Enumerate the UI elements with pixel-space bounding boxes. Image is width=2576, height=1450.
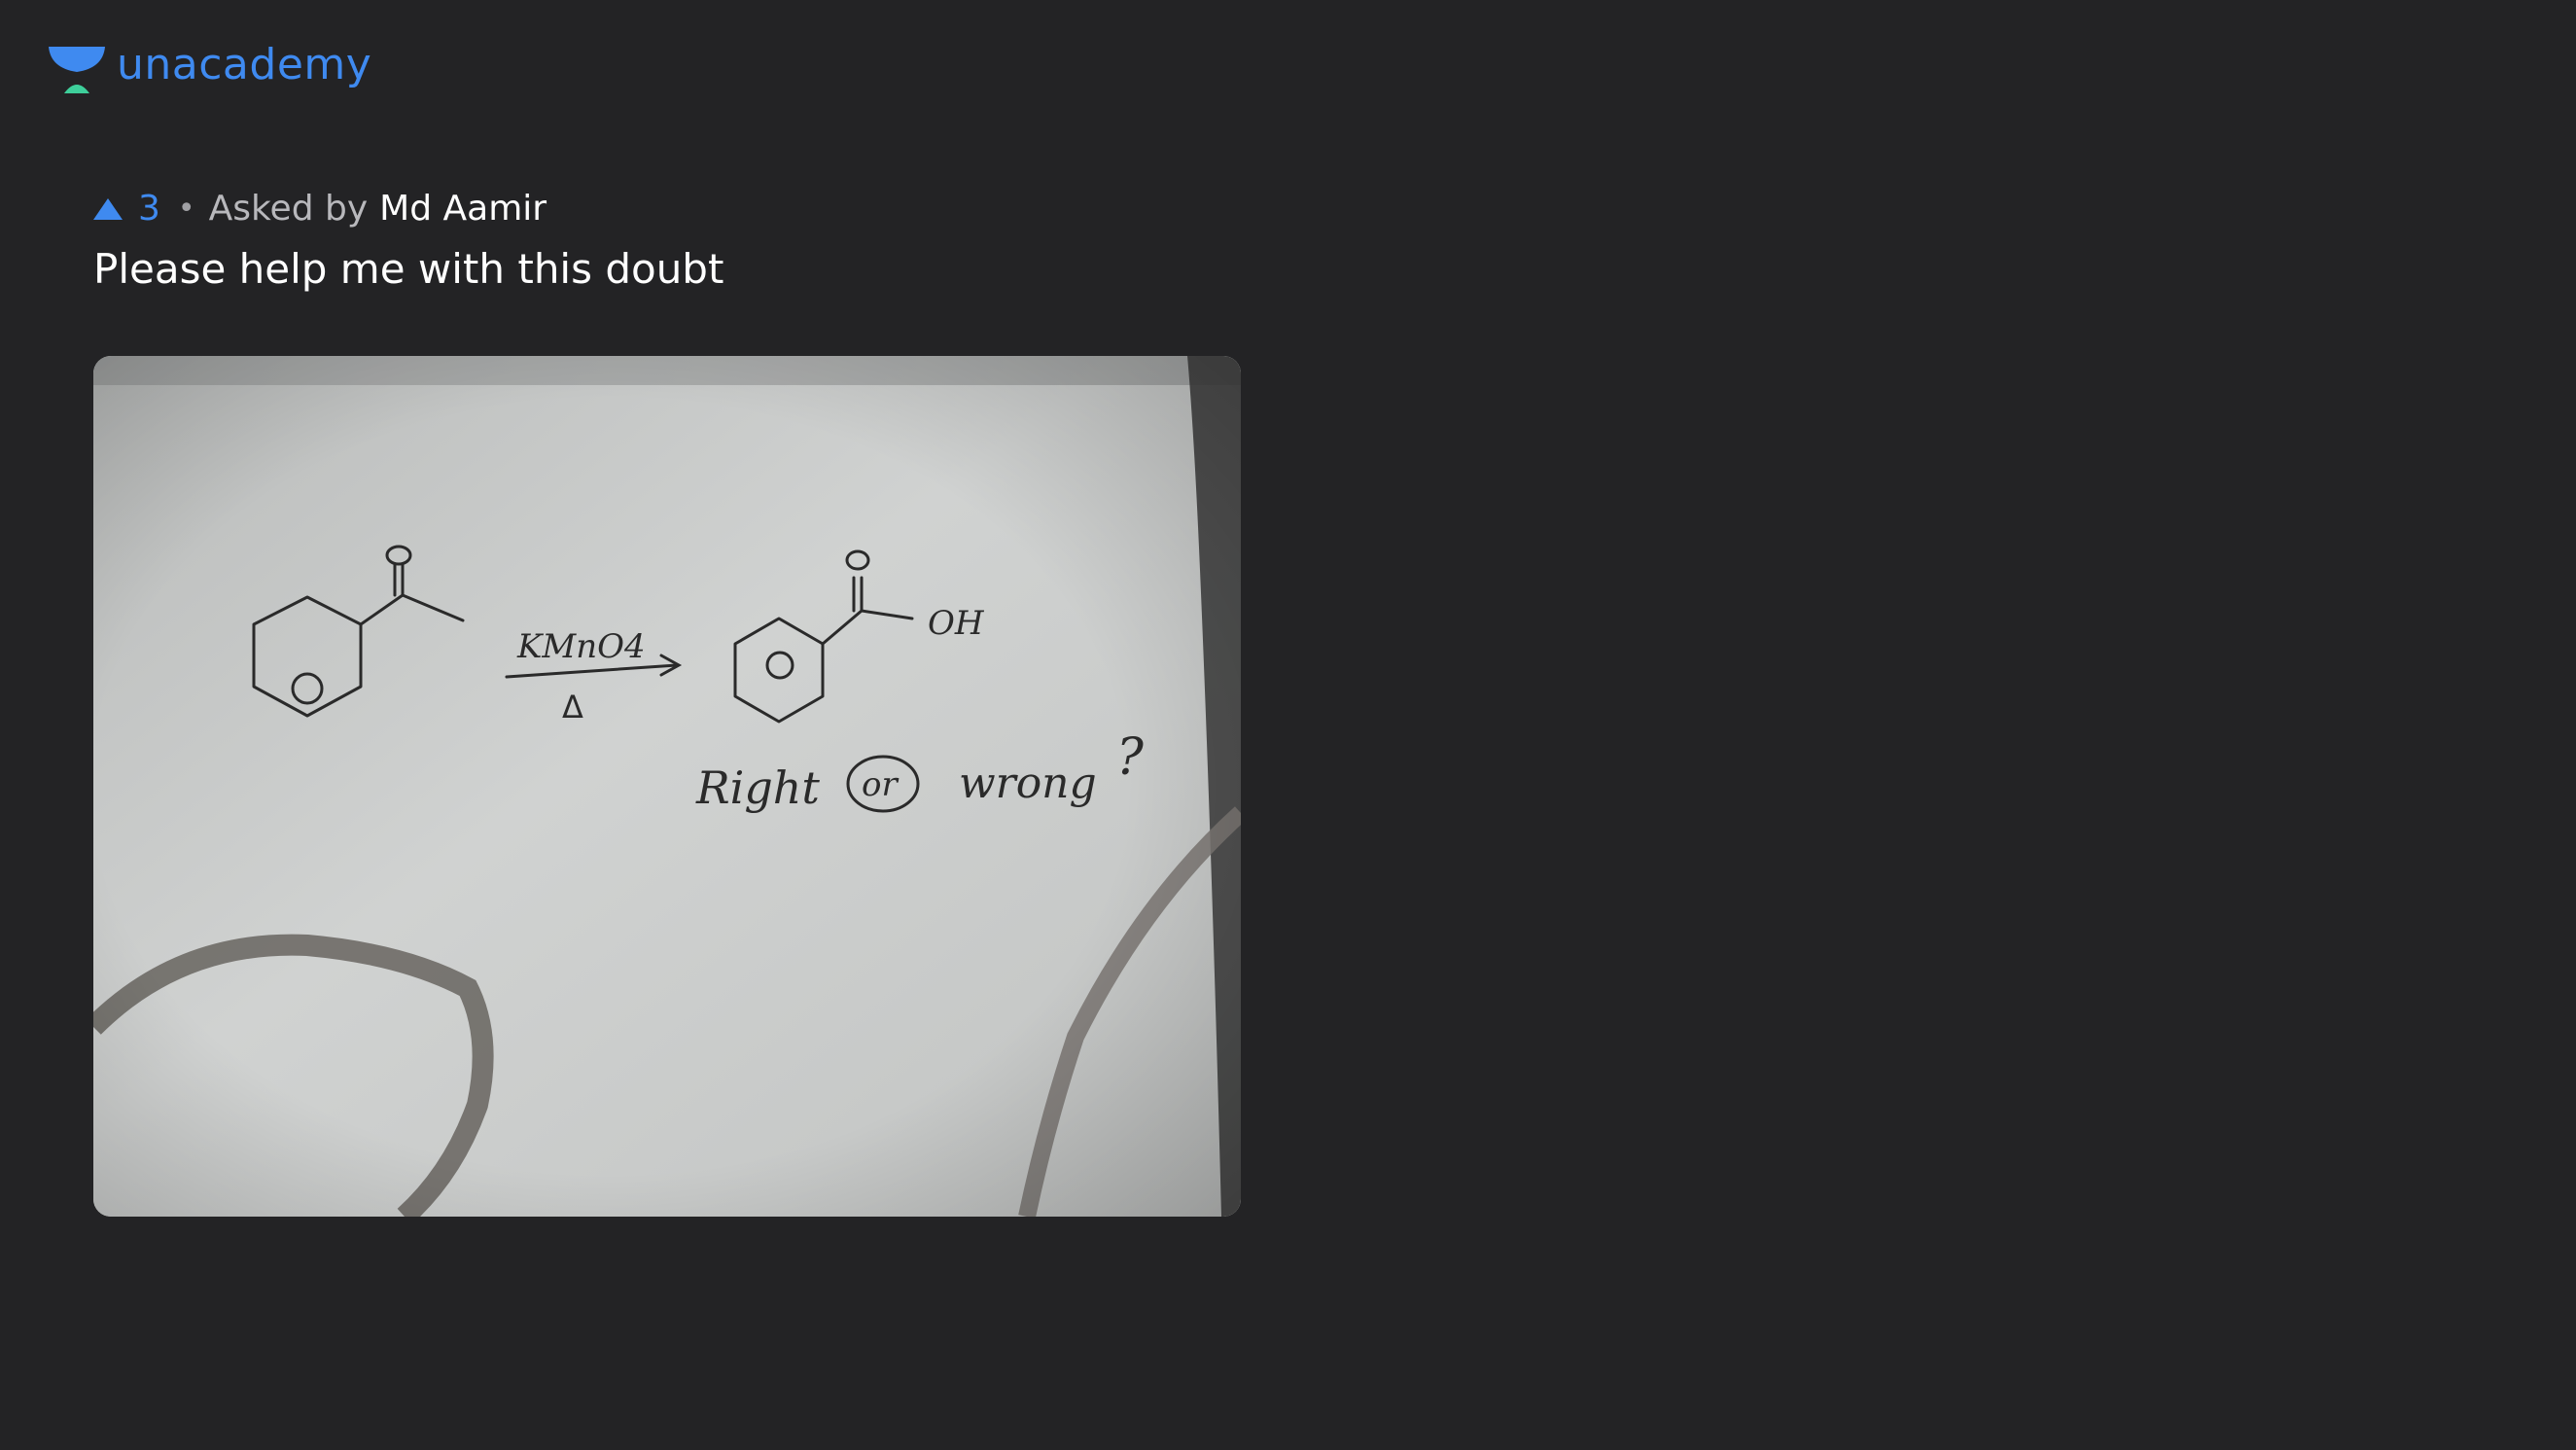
- unacademy-logo-icon: [49, 47, 105, 93]
- question-image[interactable]: KMnO4 Δ OH Right or wrong ?: [93, 356, 1241, 1217]
- caption-question-mark: ?: [1116, 728, 1145, 787]
- product-group-label: OH: [928, 604, 985, 643]
- question-meta: 3 • Asked by Md Aamir: [93, 185, 547, 233]
- handwritten-photo: KMnO4 Δ OH Right or wrong ?: [93, 356, 1241, 1217]
- asked-by-label: Asked by: [208, 189, 369, 229]
- meta-separator: •: [177, 192, 195, 226]
- reactant-structure: [252, 545, 465, 718]
- upvote-count: 3: [138, 189, 160, 229]
- reaction-arrow: [505, 654, 683, 679]
- upvote-button[interactable]: 3: [93, 192, 160, 227]
- author-name[interactable]: Md Aamir: [379, 189, 547, 229]
- condition-label: Δ: [562, 689, 583, 725]
- question-text: Please help me with this doubt: [93, 245, 724, 293]
- reagent-label: KMnO4: [516, 627, 646, 666]
- brand-name: unacademy: [117, 40, 372, 89]
- caption-right: Right: [695, 761, 820, 814]
- caption-circled-or: or: [862, 765, 899, 804]
- upvote-triangle-icon: [93, 198, 123, 220]
- caption-wrong: wrong: [959, 759, 1097, 808]
- brand-logo[interactable]: unacademy: [47, 39, 371, 97]
- product-structure: [733, 549, 914, 724]
